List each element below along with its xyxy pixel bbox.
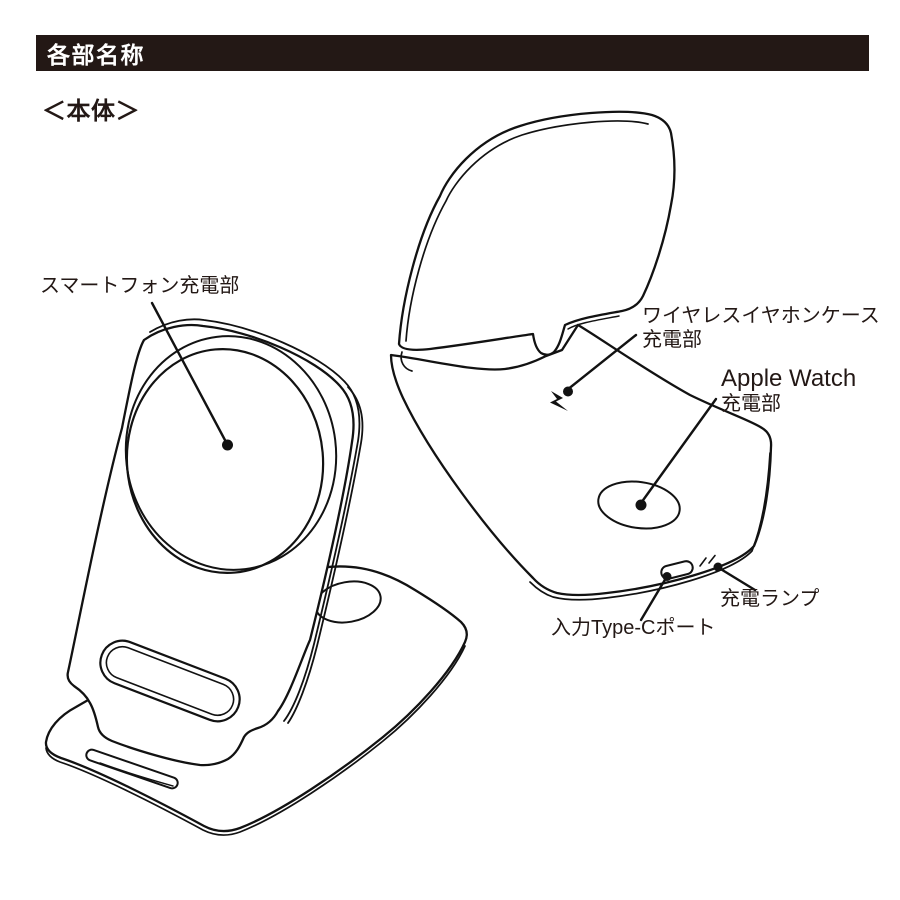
label-charge-lamp: 充電ランプ — [720, 588, 820, 610]
label-earphone-charging: ワイヤレスイヤホンケース 充電部 — [642, 304, 880, 352]
pad-figure — [389, 110, 773, 601]
pad-flip-panel-inner — [405, 120, 649, 342]
charge-lamp-shape — [699, 554, 716, 567]
section-header-bar: 各部名称 — [36, 35, 869, 71]
page-subtitle: ＜本体＞ — [42, 98, 140, 125]
lamp-leader — [717, 566, 757, 592]
earphone-leader — [565, 333, 638, 392]
pad-flip-panel-corner — [400, 351, 413, 372]
label-apple-watch-charging: Apple Watch 充電部 — [721, 366, 856, 416]
section-header-title: 各部名称 — [47, 42, 145, 68]
stand-base-edge — [45, 645, 466, 836]
stand-charge-ring-outer — [124, 335, 338, 571]
typec-leader — [639, 576, 668, 622]
label-earphone-line2: 充電部 — [642, 329, 702, 351]
watch-dot — [635, 499, 647, 511]
lamp-dot — [713, 562, 723, 572]
stand-figure — [44, 318, 468, 836]
lightning-bolt-icon — [550, 391, 568, 411]
stand-base-slot — [85, 748, 179, 790]
label-apple-watch-line1: Apple Watch — [721, 365, 857, 392]
label-earphone-line1: ワイヤレスイヤホンケース — [642, 305, 880, 327]
pad-base-edge — [529, 452, 771, 601]
earphone-dot — [563, 386, 573, 397]
pad-base — [389, 323, 773, 597]
callout-leaders — [150, 301, 757, 622]
stand-panel-edge-outer — [287, 386, 364, 724]
smartphone-leader — [150, 301, 228, 444]
stand-panel-edge-inner — [149, 318, 361, 722]
pad-flip-panel — [397, 110, 676, 356]
label-typec-port: 入力Type-Cポート — [551, 617, 716, 639]
typec-dot — [662, 572, 672, 581]
stand-hinge-slot — [99, 639, 241, 723]
smartphone-dot — [222, 439, 233, 451]
label-smartphone-charging: スマートフォン充電部 — [40, 275, 240, 297]
watch-leader — [639, 397, 718, 505]
pad-flip-panel-bottom-inner — [567, 315, 620, 330]
pad-watch-circle — [597, 480, 681, 530]
label-apple-watch-line2: 充電部 — [721, 393, 781, 415]
